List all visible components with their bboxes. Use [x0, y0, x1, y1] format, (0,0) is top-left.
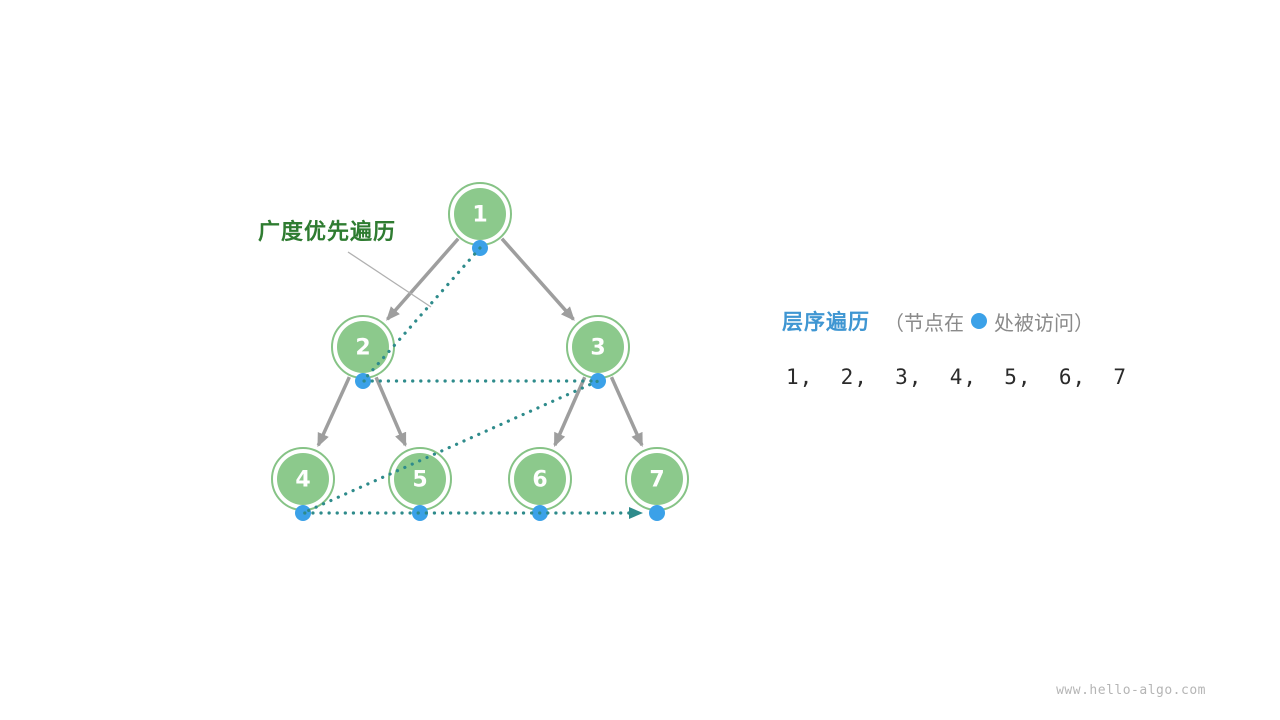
visit-dots [295, 240, 665, 521]
tree-node-label: 5 [412, 468, 427, 493]
bfs-label: 广度优先遍历 [258, 219, 397, 244]
tree-edges [316, 237, 644, 448]
tree-node-label: 3 [590, 336, 605, 361]
tree-edge-2-5 [374, 376, 407, 447]
tree-edge-3-7 [609, 376, 644, 448]
tree-edge-2-4 [316, 376, 351, 448]
tree-node-label: 4 [295, 468, 310, 493]
tree-node-4: 4 [271, 447, 335, 511]
tree-node-1: 1 [448, 182, 512, 246]
tree-node-3: 3 [566, 315, 630, 379]
bfs-label-pointer-line [347, 251, 432, 308]
visit-dot-7 [649, 505, 665, 521]
traversal-sequence: 1, 2, 3, 4, 5, 6, 7 [786, 365, 1128, 389]
bfs-traversal-path [302, 246, 643, 519]
legend-title: 层序遍历 [782, 311, 870, 334]
tree-node-label: 7 [649, 468, 664, 493]
tree-node-label: 1 [472, 203, 487, 228]
tree-node-label: 2 [355, 336, 370, 361]
tree-node-7: 7 [625, 447, 689, 511]
legend-note-suffix: 处被访问） [994, 312, 1094, 335]
visit-dot-icon [971, 313, 987, 329]
tree-node-2: 2 [331, 315, 395, 379]
tree-edge-1-2 [386, 237, 460, 321]
legend-row: 层序遍历 （节点在 处被访问） [782, 306, 1094, 336]
visit-dot-5 [412, 505, 428, 521]
tree-edge-3-6 [553, 376, 587, 447]
tree-edge-1-3 [500, 237, 575, 321]
tree-node-6: 6 [508, 447, 572, 511]
tree-node-5: 5 [388, 447, 452, 511]
tree-node-label: 6 [532, 468, 547, 493]
legend-note: （节点在 处被访问） [884, 307, 1094, 336]
visit-dot-4 [295, 505, 311, 521]
watermark: www.hello-algo.com [1056, 683, 1206, 698]
legend-note-prefix: （节点在 [884, 312, 964, 335]
